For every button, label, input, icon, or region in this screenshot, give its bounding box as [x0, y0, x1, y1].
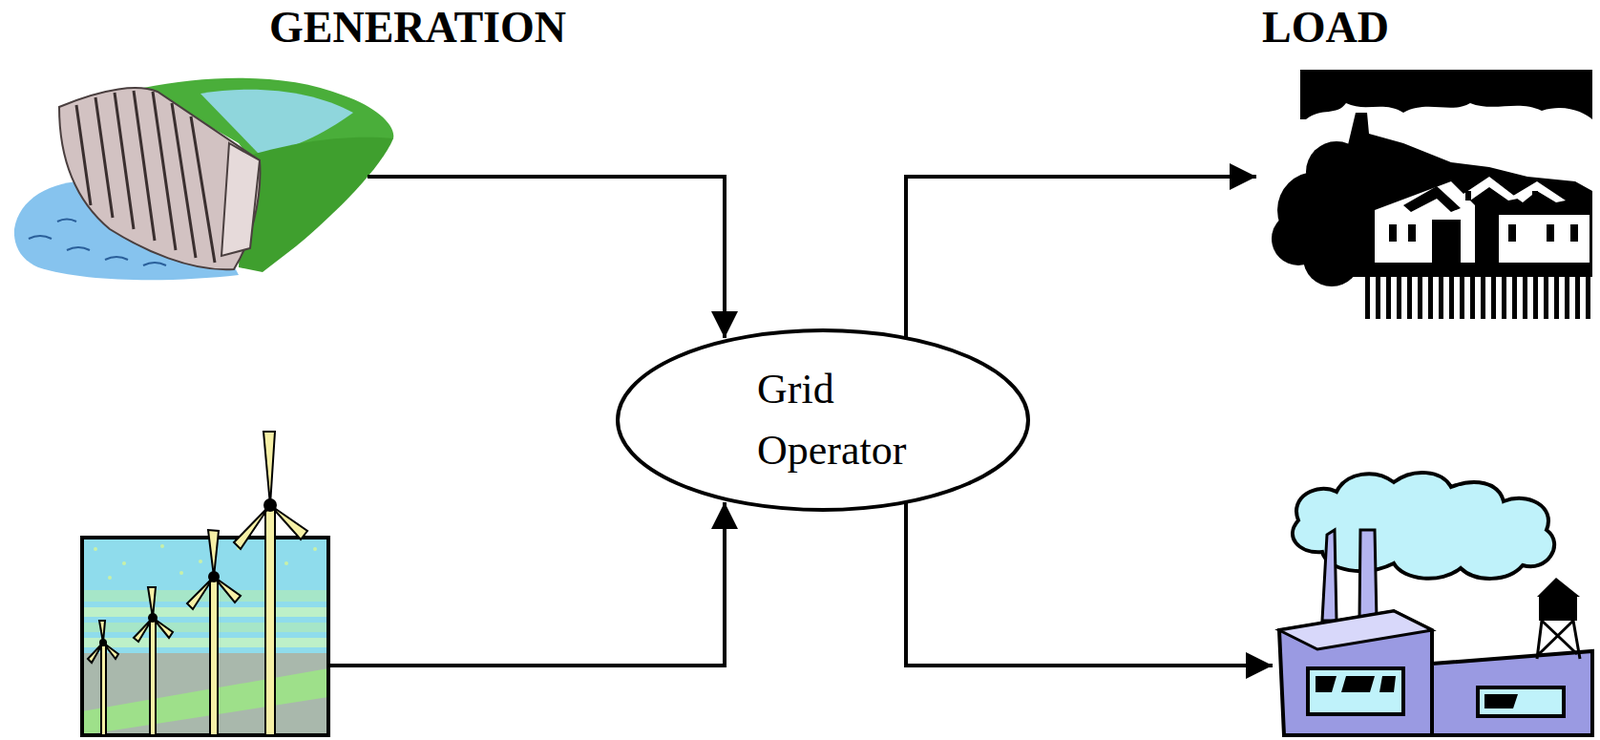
- ellipse-outline: [615, 328, 1031, 512]
- wind-farm-picture: [82, 431, 329, 736]
- column-heading: GENERATION: [269, 3, 567, 53]
- grid-operator-ellipse: Grid Operator: [615, 328, 1031, 512]
- column-heading: LOAD: [1262, 3, 1390, 53]
- dam-picture: [14, 78, 394, 281]
- factory-picture: [1279, 472, 1593, 736]
- flow-arrows: [328, 176, 1273, 666]
- ellipse-shape: [617, 330, 1029, 510]
- node-text: Grid Operator: [757, 358, 948, 482]
- house-picture: [1271, 69, 1593, 319]
